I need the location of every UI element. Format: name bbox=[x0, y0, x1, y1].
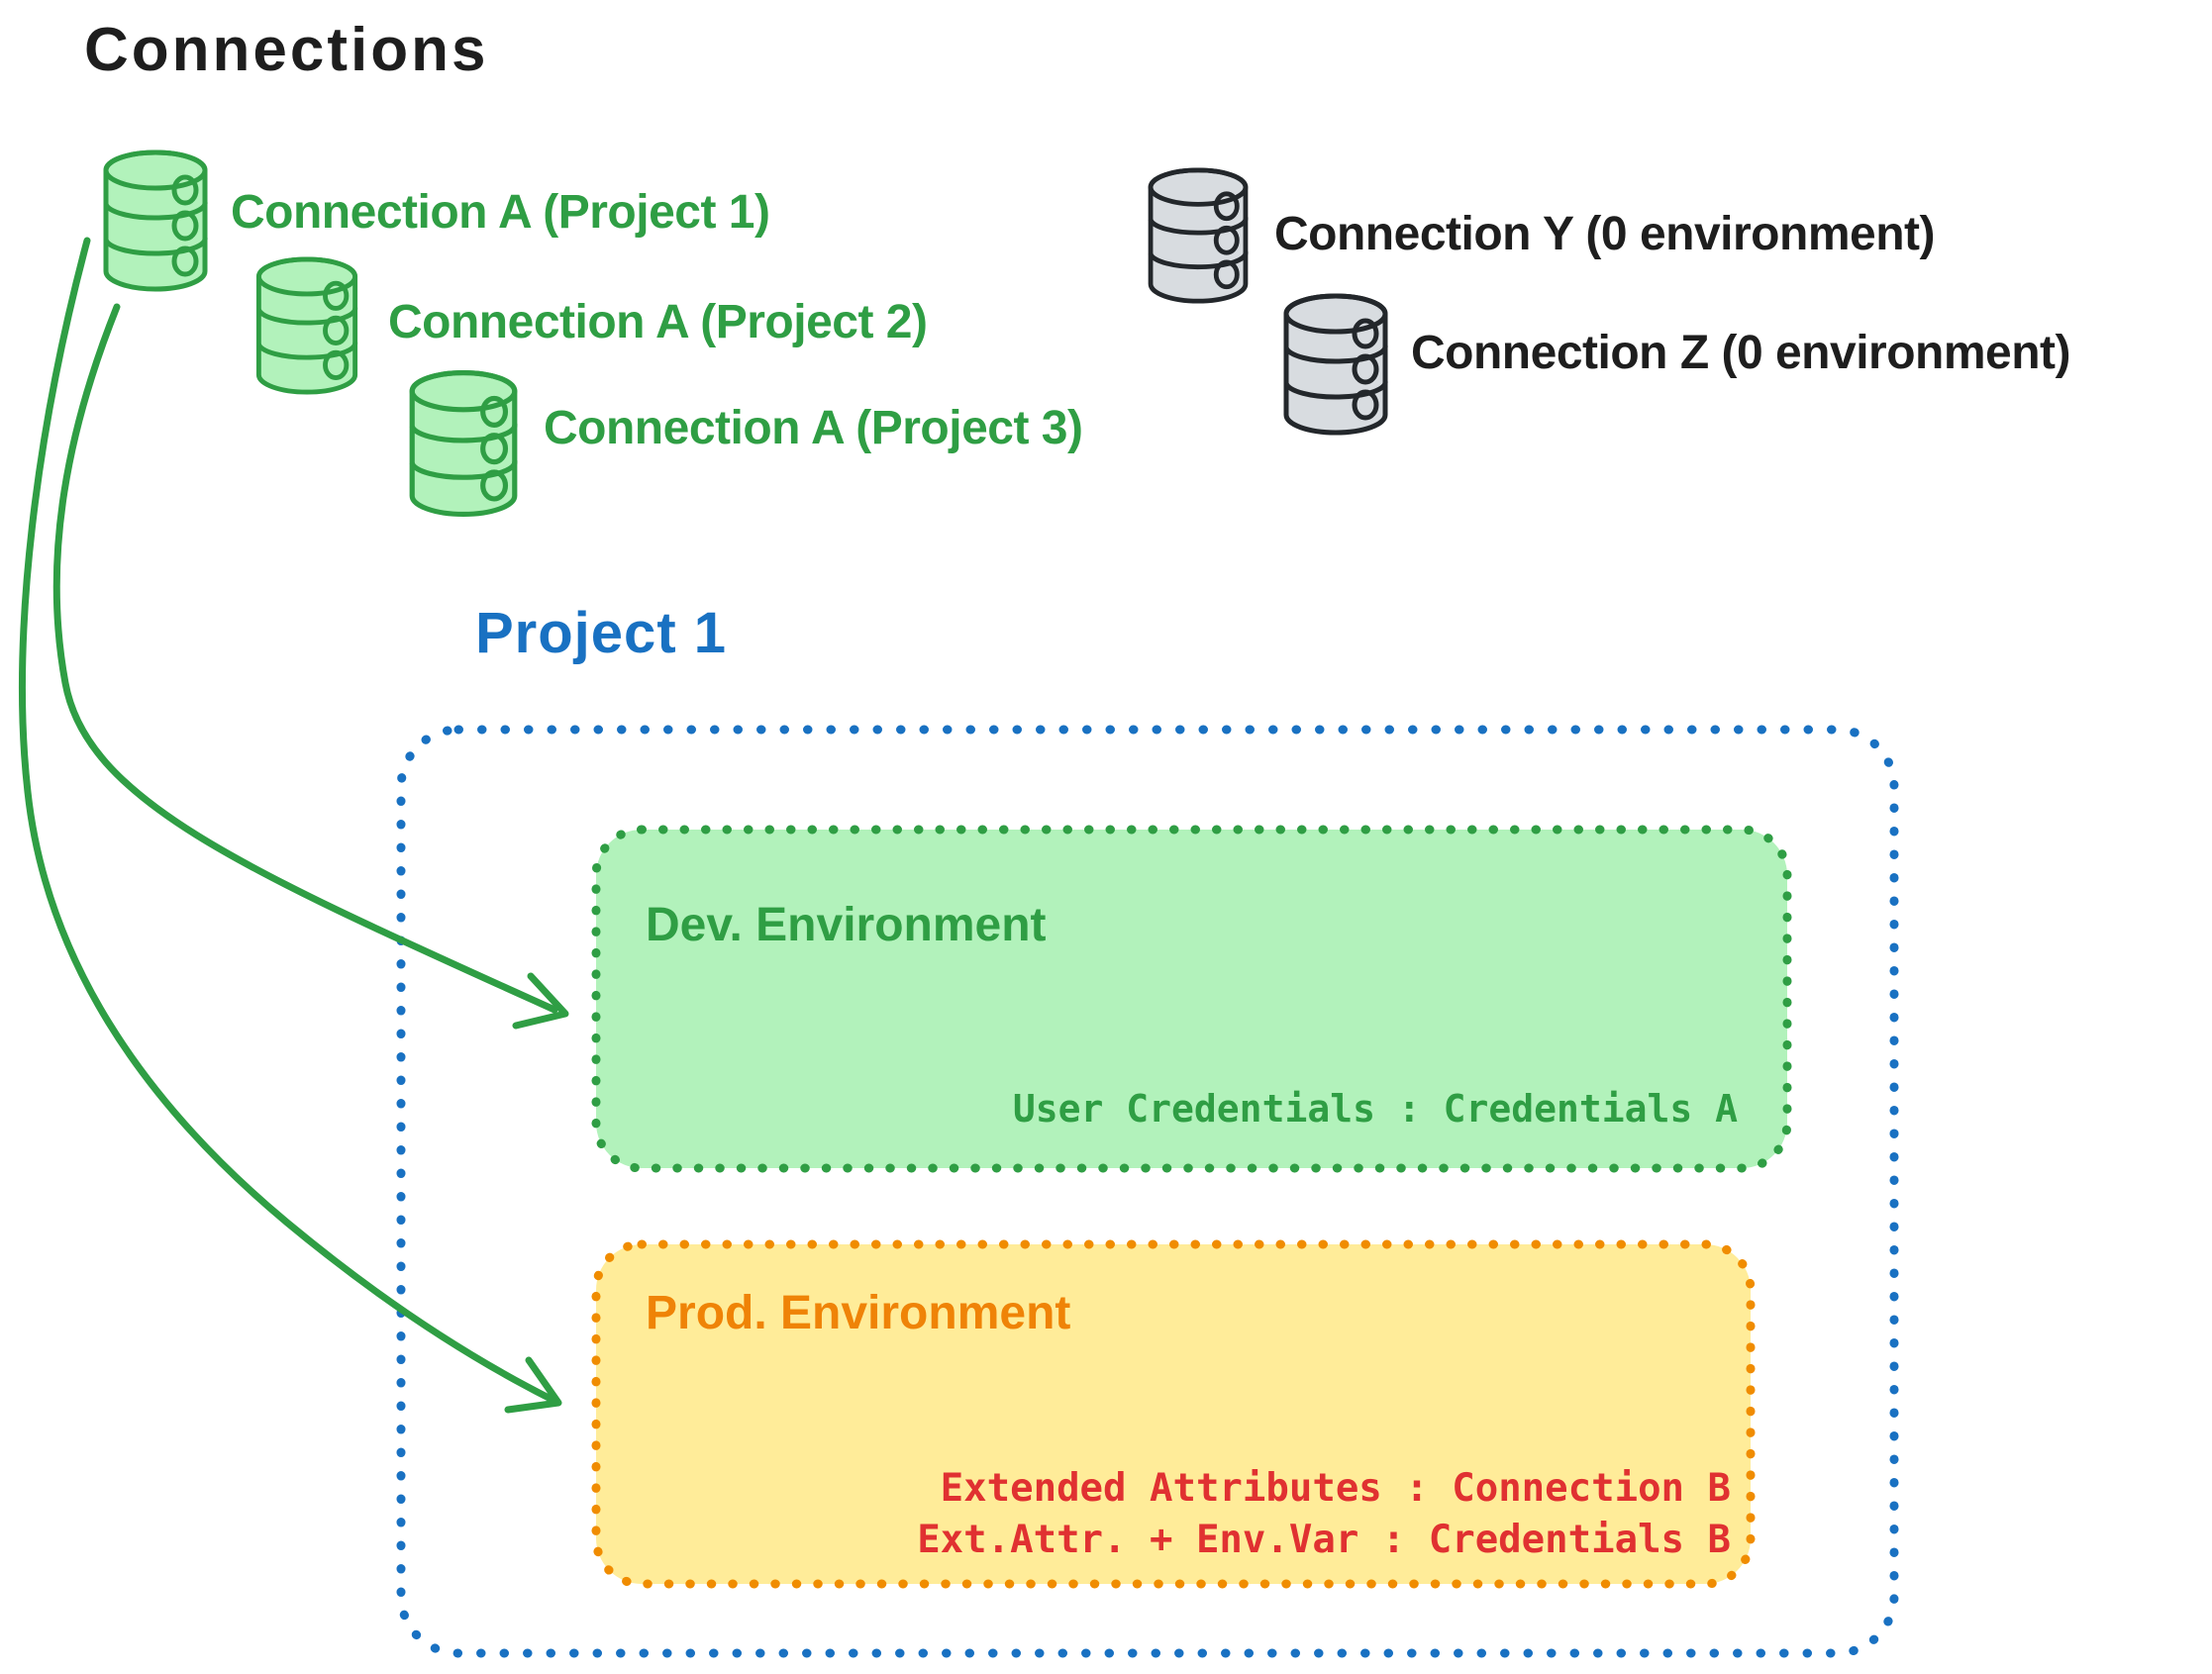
connection-a-project-2-label: Connection A (Project 2) bbox=[388, 296, 928, 348]
database-icon-connection-z bbox=[1286, 296, 1385, 433]
database-icon-connection-y bbox=[1151, 170, 1246, 301]
dev-environment-box bbox=[591, 825, 1792, 1173]
prod-environment-title: Prod. Environment bbox=[646, 1287, 1071, 1339]
prod-environment-box bbox=[591, 1239, 1756, 1589]
connection-a-project-3-label: Connection A (Project 3) bbox=[544, 402, 1083, 454]
database-icon-connection-a-project-3 bbox=[412, 373, 515, 515]
database-icon-connection-a-project-1 bbox=[106, 152, 205, 289]
connection-y-label: Connection Y (0 environment) bbox=[1274, 208, 1935, 260]
arrow-to-dev-environment bbox=[52, 303, 569, 1030]
dev-environment-mapping: User Credentials : Credentials A bbox=[1012, 1087, 1738, 1131]
prod-environment-mappings: Extended Attributes : Connection B Ext.A… bbox=[917, 1463, 1731, 1566]
dev-environment-title: Dev. Environment bbox=[646, 899, 1047, 951]
prod-mapping-ext-attr-env-var: Ext.Attr. + Env.Var : Credentials B bbox=[917, 1518, 1731, 1562]
connection-z-label: Connection Z (0 environment) bbox=[1411, 327, 2071, 379]
database-icon-connection-a-project-2 bbox=[258, 259, 354, 392]
project-1-title: Project 1 bbox=[475, 601, 727, 665]
connection-a-project-1-label: Connection A (Project 1) bbox=[231, 186, 770, 239]
prod-mapping-extended-attributes: Extended Attributes : Connection B bbox=[940, 1466, 1731, 1511]
arrow-to-prod-environment bbox=[19, 237, 562, 1414]
diagram-title: Connections bbox=[84, 16, 489, 84]
